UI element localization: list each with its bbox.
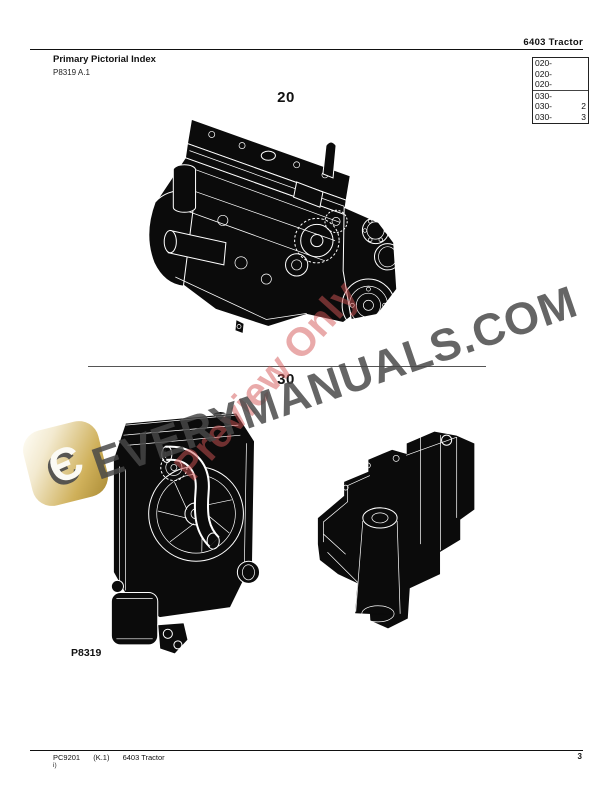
footer-catalog-number: PC9201 [53,753,81,762]
footer-model: 6403 Tractor [122,753,165,762]
page-number: 3 [577,752,582,761]
toc-code[interactable]: 030- [535,101,553,112]
engine-assembly-illustration [148,118,402,335]
section-divider [88,366,486,367]
engine-block-illustration [316,430,476,630]
footer-line: PC9201 (K.1) 6403 Tractor [53,753,176,762]
toc-row[interactable]: 030- 2 [533,101,588,112]
toc-row[interactable]: 030- [533,89,588,102]
toc-code[interactable]: 030- [535,111,553,122]
radiator-fan-illustration [110,411,261,655]
figure-reference: P8319 A.1 [53,68,90,77]
footer-rule [30,750,583,751]
toc-box: 020- 020- 020- 030- 030- 2 030- 3 [532,57,589,124]
toc-row[interactable]: 030- 3 [533,112,588,123]
toc-code[interactable]: 020- [535,58,553,68]
logo-letter: Є [39,433,92,494]
toc-page: 3 [581,111,586,122]
header-rule [30,49,583,50]
toc-page: 2 [581,101,586,112]
footer-revision: (K.1) [93,753,110,762]
illustration-caption: P8319 [71,647,102,659]
section-20-label: 20 [277,89,295,106]
toc-code[interactable]: 020- [535,68,553,79]
section-30-label: 30 [277,371,295,388]
model-header: 6403 Tractor [523,37,583,48]
footer-note: i) [53,762,57,769]
toc-code[interactable]: 020- [535,79,553,90]
toc-row[interactable]: 020- [533,79,588,90]
toc-row[interactable]: 020- [533,58,588,69]
toc-code[interactable]: 030- [535,90,553,101]
toc-row[interactable]: 020- [533,69,588,80]
page-title: Primary Pictorial Index [53,54,156,65]
